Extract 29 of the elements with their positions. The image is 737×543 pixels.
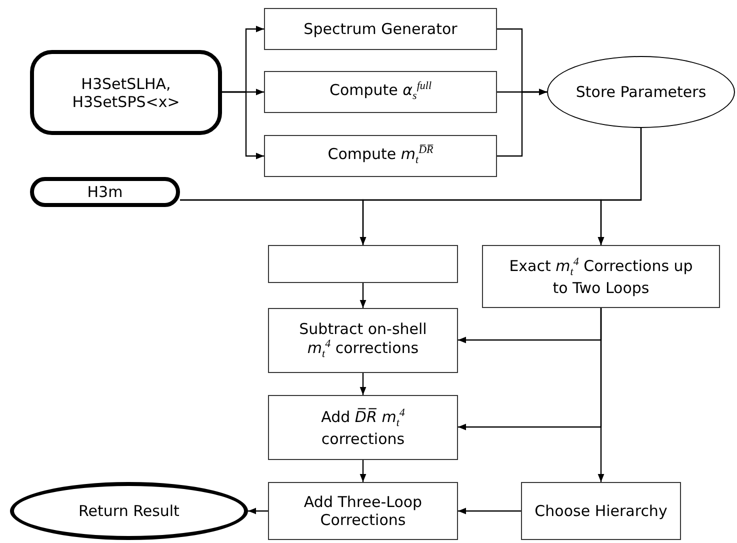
arrow [360,460,366,482]
node-text: Store Parameters [574,83,708,101]
process-box [268,245,458,283]
node-text: Exact m$_{t}$$^{4}$ Corrections up to Two Loops [508,256,694,298]
node-text: H3m [86,183,124,201]
process-box [521,482,681,540]
process-box [482,245,720,308]
process-box [264,71,497,113]
arrow [360,373,366,395]
node-text: Return Result [78,502,180,520]
terminal-box [30,50,222,135]
arrow [598,308,604,482]
arrow [222,91,264,160]
process-box [268,482,458,540]
node-text: Spectrum Generator [302,20,458,38]
arrow [360,283,366,308]
arrow [497,88,547,157]
arrow [458,508,521,514]
node-text: Choose Hierarchy [534,502,668,520]
process-box [268,308,458,373]
node-text: Subtract on-shell m$_{t}$$^{4}$ corrections [298,320,428,362]
arrow [180,199,604,245]
node-text: H3SetSLHA, H3SetSPS<x> [71,74,181,110]
process-box [268,395,458,460]
terminal-box [30,177,180,207]
process-box [264,135,497,177]
process-box [264,8,497,50]
node-text: Add Three-Loop Corrections [302,493,424,529]
arrow [248,508,268,514]
